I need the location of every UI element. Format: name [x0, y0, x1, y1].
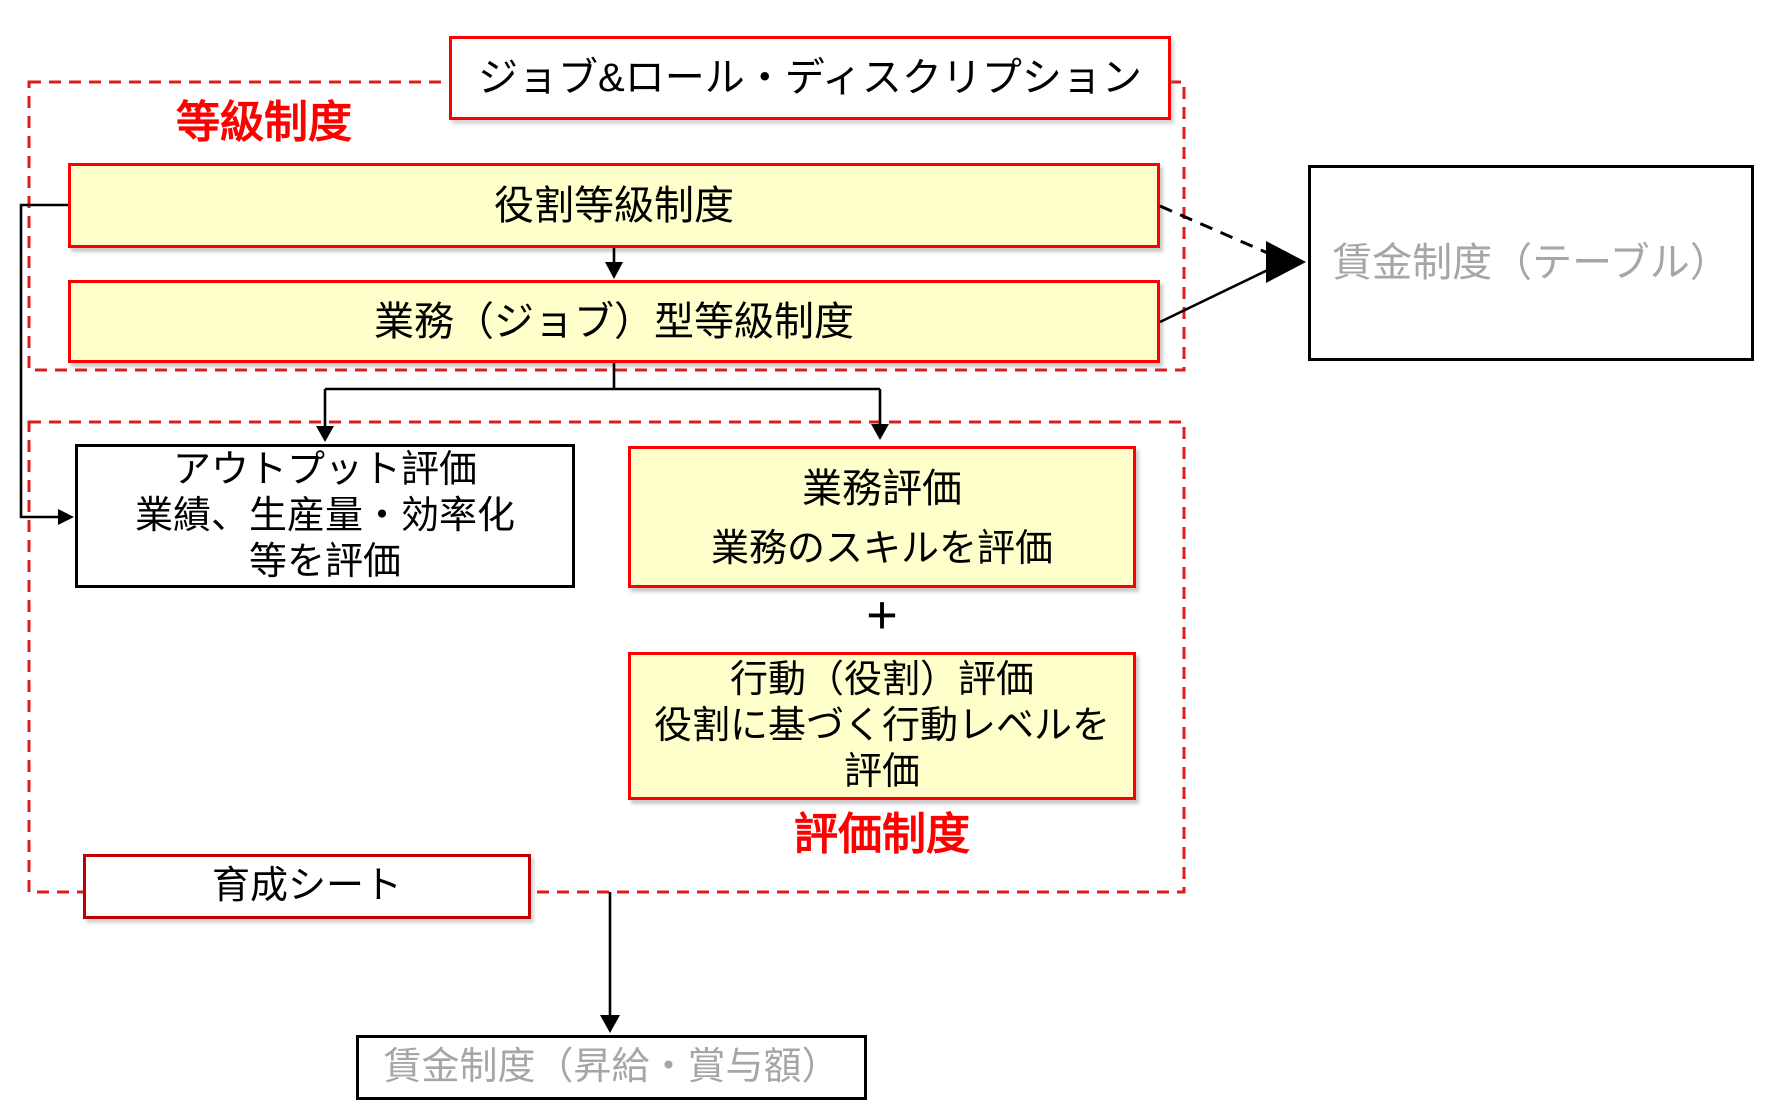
task-eval-title: 業務評価 — [802, 467, 962, 511]
job-grade-label: 業務（ジョブ）型等級制度 — [374, 299, 854, 344]
behavior-eval-line-2: 役割に基づく行動レベルを — [653, 705, 1110, 747]
role-grade-label: 役割等級制度 — [494, 183, 734, 228]
role-grade-box: 役割等級制度 — [68, 163, 1160, 248]
training-sheet-label: 育成シート — [211, 864, 402, 907]
arrowhead-role-to-job — [605, 262, 623, 279]
wage-table-label: 賃金制度（テーブル） — [1332, 241, 1730, 285]
job-role-description-box: ジョブ&ロール・ディスクリプション — [449, 36, 1171, 120]
behavior-eval-line-3: 評価 — [843, 751, 920, 793]
behavior-eval-line-1: 行動（役割）評価 — [729, 659, 1034, 701]
task-eval-body: 業務のスキルを評価 — [710, 528, 1053, 571]
output-eval-box: アウトプット評価 業績、生産量・効率化 等を評価 — [75, 444, 575, 588]
grade-section-label: 等級制度 — [176, 98, 352, 147]
connector-role-to-output — [19, 203, 68, 519]
job-grade-box: 業務（ジョブ）型等級制度 — [68, 280, 1160, 363]
dashed-arrow-role-to-wage-table — [1159, 204, 1271, 256]
output-eval-line-2: 業績、生産量・効率化 — [134, 495, 515, 537]
arrowhead-to-output-eval — [316, 426, 334, 442]
wage-raise-box: 賃金制度（昇給・賞与額） — [356, 1035, 867, 1100]
output-eval-line-3: 等を評価 — [248, 541, 401, 583]
solid-arrow-job-to-wage-table — [1159, 263, 1279, 324]
output-eval-line-1: アウトプット評価 — [172, 449, 477, 491]
wage-raise-label: 賃金制度（昇給・賞与額） — [383, 1045, 840, 1088]
arrowhead-to-task-eval — [871, 424, 889, 440]
training-sheet-box: 育成シート — [83, 854, 531, 919]
plus-sign: + — [866, 585, 898, 645]
task-eval-box: 業務評価 業務のスキルを評価 — [628, 446, 1136, 588]
job-role-description-label: ジョブ&ロール・ディスクリプション — [478, 56, 1142, 100]
behavior-eval-box: 行動（役割）評価 役割に基づく行動レベルを 評価 — [628, 652, 1136, 800]
evaluation-section-label: 評価制度 — [794, 810, 970, 859]
arrowhead-to-wage-table — [1266, 241, 1306, 283]
arrowhead-eval-to-wage-raise — [600, 1015, 620, 1033]
arrowhead-role-to-output — [58, 509, 74, 525]
wage-table-box: 賃金制度（テーブル） — [1308, 165, 1754, 361]
